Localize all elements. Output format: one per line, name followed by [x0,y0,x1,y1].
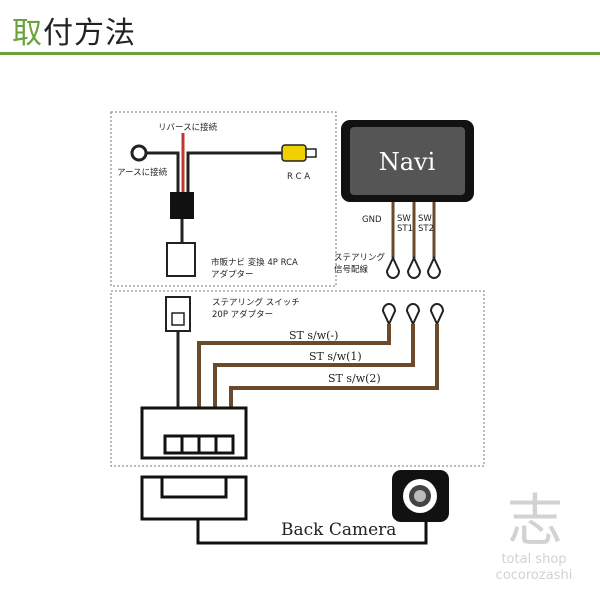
upper-terminal-st1 [406,255,422,279]
reverse-connect-label: リバースに接続 [158,122,218,133]
rca-wire [186,151,282,192]
lower-terminal-3 [429,303,445,327]
wire-st-minus [197,324,391,410]
main-harness-pin-3 [197,434,218,455]
sw-st2-label-a: SW [418,214,432,224]
camera-cable [196,519,428,545]
wire-st-2 [229,324,439,410]
back-camera-label: Back Camera [281,520,396,540]
st-2-label: ST s/w(2) [328,372,381,385]
lower-terminal-1 [381,303,397,327]
wire-st-1 [213,324,415,410]
steering-signal-label-line1: ステアリング [334,252,386,263]
st-minus-label: ST s/w(-) [289,329,338,342]
sw-st1-label-b: ST1 [397,224,413,234]
st-1-label: ST s/w(1) [309,350,362,363]
navi-label: Navi [379,148,436,176]
steering-switch-label-line1: ステアリング スイッチ [212,297,300,308]
main-harness-pin-1 [163,434,184,455]
lower-dotted-region [110,290,485,467]
ground-connect-label: アースに接続 [117,167,168,178]
harness-connector [170,192,194,219]
sw-st2-label-b: ST2 [418,224,434,234]
steering-switch-label-line2: 20P アダプター [212,309,273,320]
steering-signal-label-line2: 信号配線 [334,264,369,275]
ground-wire [146,151,180,192]
main-harness-pin-4 [214,434,235,455]
rca-plug-yellow [281,144,307,162]
sw-st1-label-a: SW [397,214,411,224]
camera-connector-socket [160,475,228,499]
title-underline [0,52,600,55]
lower-terminals [381,303,445,327]
lower-terminal-2 [405,303,421,327]
rca-label: R C A [287,172,310,182]
navi-unit-screen [350,127,465,195]
upper-terminal-st2 [426,255,442,279]
watermark-line2: cocorozashi [496,568,573,583]
steering-switch-adapter-slot [171,312,185,326]
main-harness-pin-2 [180,434,201,455]
upper-terminal-gnd [385,255,401,279]
ground-ring-terminal [130,144,148,162]
steering-wires [197,324,439,410]
back-camera-lens-center [414,490,426,502]
rca-plug-tip [305,148,317,158]
upper-terminals [385,255,442,279]
gnd-label: GND [362,215,382,225]
page-title: 取付方法 [12,16,136,51]
watermark-kanji: 志 [507,489,563,554]
adapter-label-line2: アダプター [211,269,254,280]
adapter-label-line1: 市販ナビ 変換 4P RCA [211,257,298,268]
rca-adapter-plug [166,242,196,277]
upper-dotted-region [110,111,337,287]
watermark-line1: total shop [501,552,566,567]
